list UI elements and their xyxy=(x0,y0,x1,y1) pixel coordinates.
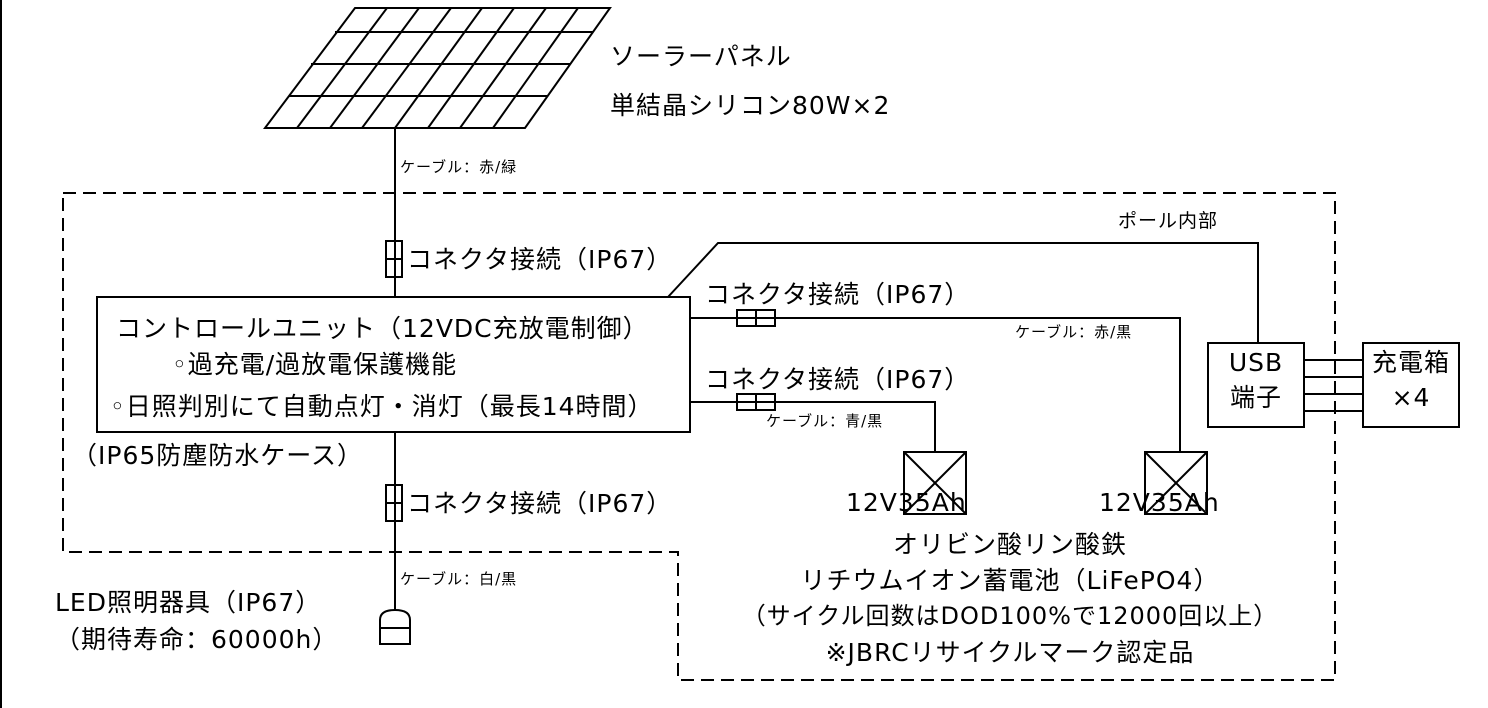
battery-desc-2: リチウムイオン蓄電池（LiFePO4） xyxy=(800,566,1220,595)
control-unit-case: （IP65防塵防水ケース） xyxy=(72,441,364,470)
control-unit-box xyxy=(96,296,691,433)
light-cable-label: ケーブル：白/黒 xyxy=(400,570,518,588)
led-light-lifetime: （期待寿命：60000h） xyxy=(55,625,339,654)
connector-top-label: コネクタ接続（IP67） xyxy=(407,245,673,274)
connector-bottom-label: コネクタ接続（IP67） xyxy=(407,489,673,518)
pole-interior-boundary xyxy=(62,192,1336,681)
usb-label-2: 端子 xyxy=(1229,383,1282,412)
battery-left-label: 12V35Ah xyxy=(846,488,967,517)
battery-right-cable-label: ケーブル：赤/黒 xyxy=(1015,323,1133,341)
usb-label-1: USB xyxy=(1228,348,1284,377)
solar-panel-label-1: ソーラーパネル xyxy=(610,42,792,71)
led-light-label: LED照明器具（IP67） xyxy=(55,588,322,617)
battery-left-cable xyxy=(690,401,936,452)
usb-cable xyxy=(667,242,1259,343)
battery-right-icon xyxy=(1144,451,1208,515)
pole-interior-label: ポール内部 xyxy=(1118,210,1219,232)
usb-box xyxy=(1207,342,1305,428)
control-unit-feature-2: ◦日照判別にて自動点灯・消灯（最長14時間） xyxy=(110,392,654,421)
battery-right-label: 12V35Ah xyxy=(1099,488,1220,517)
solar-panel-label-2: 単結晶シリコン80W×2 xyxy=(610,91,891,120)
solar-panel-icon xyxy=(263,7,612,129)
connector-battery-right-label: コネクタ接続（IP67） xyxy=(705,280,971,309)
battery-desc-3: （サイクル回数はDOD100%で12000回以上） xyxy=(741,602,1279,630)
panel-cable-label: ケーブル：赤/緑 xyxy=(400,158,518,176)
battery-left-icon xyxy=(903,451,967,515)
battery-desc-1: オリビン酸リン酸鉄 xyxy=(892,530,1127,559)
battery-desc-4: ※JBRCリサイクルマーク認定品 xyxy=(825,638,1195,667)
control-unit-title: コントロールユニット（12VDC充放電制御） xyxy=(116,314,649,343)
charger-label-1: 充電箱 xyxy=(1371,348,1450,377)
battery-right-cable xyxy=(690,317,1181,452)
battery-left-cable-label: ケーブル：青/黒 xyxy=(766,412,884,430)
control-unit-feature-1: ◦過充電/過放電保護機能 xyxy=(172,350,458,379)
led-light-icon xyxy=(379,608,411,645)
charger-box xyxy=(1362,342,1460,428)
connector-battery-left-label: コネクタ接続（IP67） xyxy=(705,365,971,394)
charger-label-2: ×4 xyxy=(1391,383,1431,412)
